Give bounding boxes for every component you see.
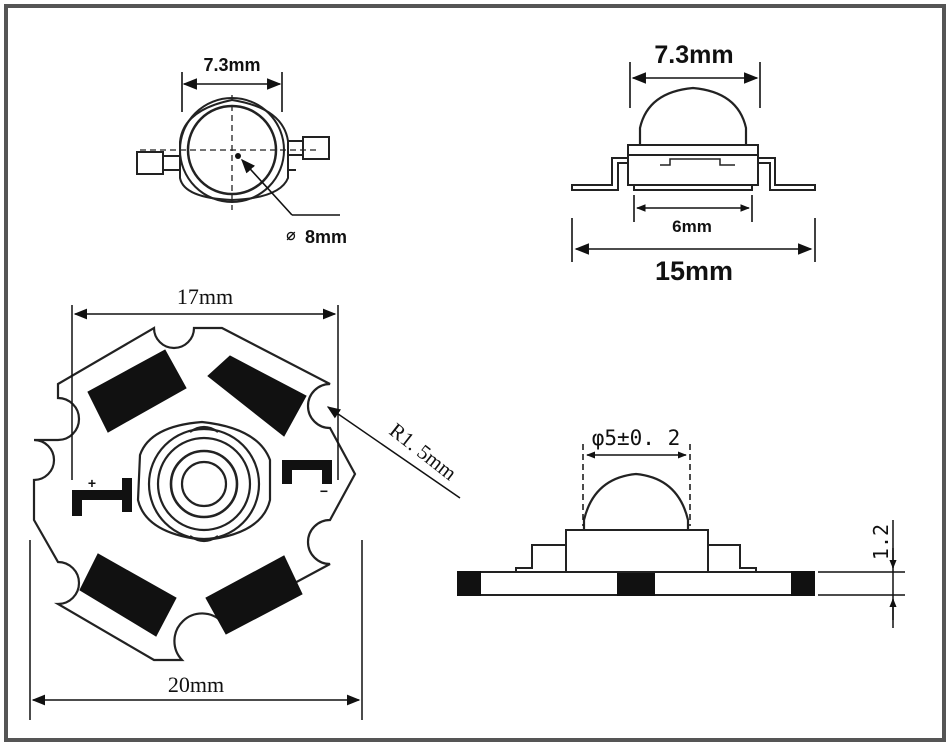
led-dome: [638, 86, 748, 145]
led-top-view: [136, 95, 330, 210]
led-top-dimension-7-3: [181, 72, 283, 112]
flat-to-flat-label: 17mm: [177, 284, 233, 309]
led-top-width-label: 7.3mm: [203, 55, 260, 75]
led-side-length-label: 15mm: [655, 256, 733, 286]
side-led-body: [565, 529, 709, 573]
plus-mark: +: [88, 475, 96, 491]
side-lead-left: [515, 544, 566, 572]
board-thickness-label: 1.2: [869, 524, 893, 560]
base-pad-mid: [617, 571, 655, 596]
notch-radius-label: R1. 5mm: [385, 418, 461, 485]
corner-to-corner-label: 20mm: [168, 672, 224, 697]
pad-top-right: [207, 355, 307, 437]
solder-pads: [79, 349, 307, 637]
right-lead-bend: [758, 157, 816, 191]
side-lead-right: [708, 544, 757, 572]
lens-diameter-label: φ5±0. 2: [592, 426, 681, 450]
base-pad-right: [791, 571, 815, 596]
led-body: [627, 144, 759, 186]
center-led: [136, 420, 272, 543]
led-side-body-width-label: 6mm: [672, 217, 712, 236]
side-view-dimensions: [582, 444, 905, 628]
star-board-dimensions: [29, 305, 461, 720]
star-board-outline: [32, 326, 357, 662]
diameter-symbol: ⌀: [286, 227, 296, 244]
pad-top-left: [87, 349, 187, 433]
right-lead: [302, 136, 330, 160]
star-board-top-view: + −: [32, 326, 357, 662]
led-body-outline: [179, 98, 289, 202]
sheet-border: [4, 4, 946, 742]
star-board-side-view: [457, 472, 815, 596]
led-lens-diameter-label: 8mm: [305, 227, 347, 247]
pad-bottom-left: [79, 553, 177, 637]
left-lead-bend: [571, 157, 628, 191]
left-lead: [136, 151, 164, 175]
side-lens-dome: [582, 472, 690, 530]
base-pad-left: [457, 571, 481, 596]
led-top-leader: [241, 158, 340, 216]
led-side-view: [571, 86, 816, 191]
pad-bottom-right: [205, 555, 303, 635]
led-side-lens-width-label: 7.3mm: [654, 41, 733, 69]
led-side-dimensions: [571, 62, 816, 262]
minus-mark: −: [320, 483, 328, 499]
terminal-traces: [72, 460, 332, 516]
